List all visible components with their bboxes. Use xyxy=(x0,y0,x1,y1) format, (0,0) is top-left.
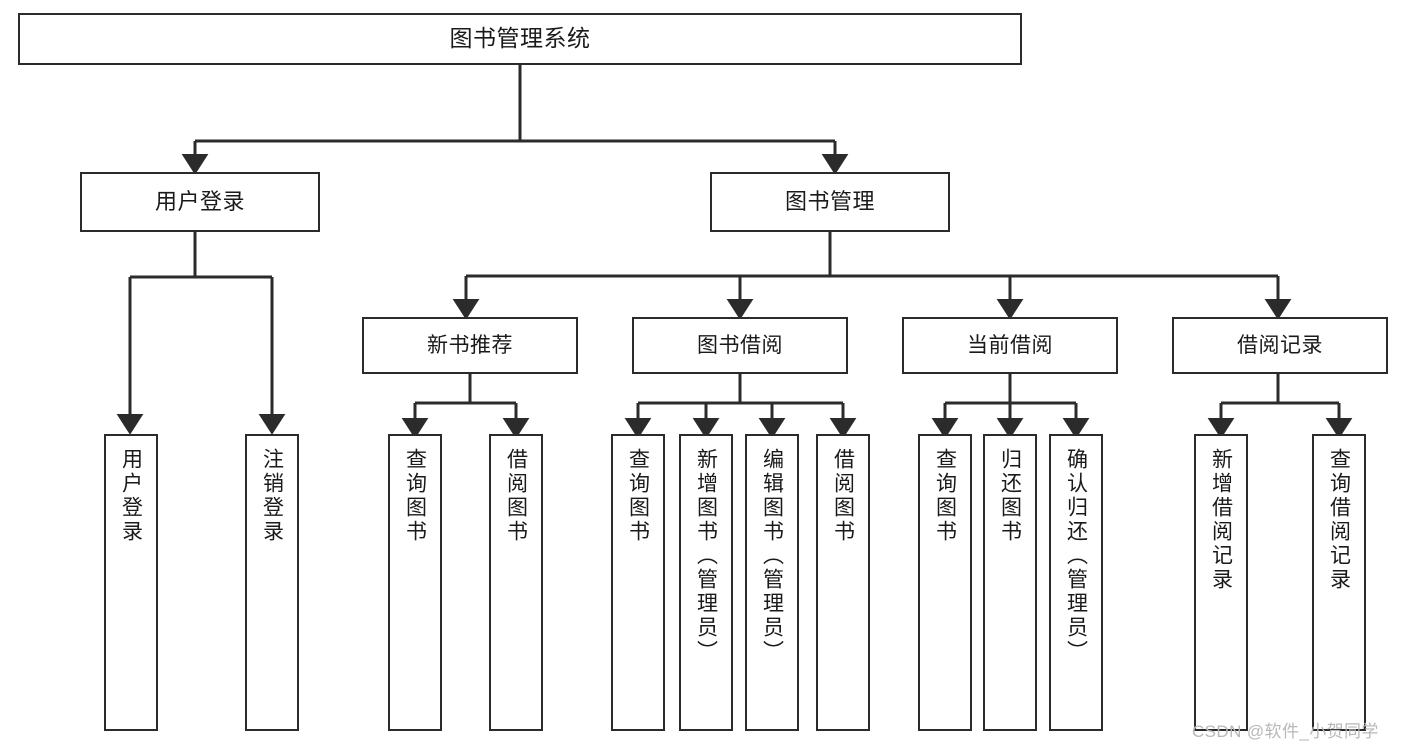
node-user-login[interactable]: 用户登录 xyxy=(80,172,320,232)
leaf-new-book-query[interactable]: 查询图书 xyxy=(388,434,442,731)
node-book-management[interactable]: 图书管理 xyxy=(710,172,950,232)
node-label: 借阅图书 xyxy=(504,448,528,544)
node-label: 注销登录 xyxy=(260,448,284,544)
node-root-system[interactable]: 图书管理系统 xyxy=(18,13,1022,65)
node-label: 借阅图书 xyxy=(831,448,855,544)
watermark: CSDN @软件_小贺同学 xyxy=(1192,722,1379,741)
leaf-user-login-login[interactable]: 用户登录 xyxy=(104,434,158,731)
node-label: 用户登录 xyxy=(154,188,245,214)
leaf-book-borrow-borrow[interactable]: 借阅图书 xyxy=(816,434,870,731)
node-label: 查询图书 xyxy=(403,448,427,544)
leaf-book-borrow-add[interactable]: 新增图书（管理员） xyxy=(679,434,733,731)
node-label: 查询借阅记录 xyxy=(1327,448,1351,592)
node-label: 图书借阅 xyxy=(697,333,783,357)
leaf-book-borrow-edit[interactable]: 编辑图书（管理员） xyxy=(745,434,799,731)
leaf-current-borrow-query[interactable]: 查询图书 xyxy=(918,434,972,731)
node-label: 用户登录 xyxy=(119,448,143,544)
leaf-borrow-record-add[interactable]: 新增借阅记录 xyxy=(1194,434,1248,731)
leaf-new-book-borrow[interactable]: 借阅图书 xyxy=(489,434,543,731)
node-label: 图书管理 xyxy=(784,188,875,214)
node-label: 借阅记录 xyxy=(1237,333,1323,357)
node-label: 编辑图书（管理员） xyxy=(760,448,784,664)
node-label: 确认归还（管理员） xyxy=(1064,448,1088,664)
node-label: 新书推荐 xyxy=(427,333,513,357)
node-current-borrow[interactable]: 当前借阅 xyxy=(902,317,1118,374)
node-borrow-record[interactable]: 借阅记录 xyxy=(1172,317,1388,374)
node-label: 归还图书 xyxy=(998,448,1022,544)
leaf-book-borrow-query[interactable]: 查询图书 xyxy=(611,434,665,731)
leaf-current-borrow-return[interactable]: 归还图书 xyxy=(983,434,1037,731)
node-label: 查询图书 xyxy=(626,448,650,544)
leaf-user-login-logout[interactable]: 注销登录 xyxy=(245,434,299,731)
node-label: 查询图书 xyxy=(933,448,957,544)
node-label: 当前借阅 xyxy=(967,333,1053,357)
node-book-borrow[interactable]: 图书借阅 xyxy=(632,317,848,374)
leaf-borrow-record-query[interactable]: 查询借阅记录 xyxy=(1312,434,1366,731)
node-new-book-recommend[interactable]: 新书推荐 xyxy=(362,317,578,374)
leaf-current-borrow-confirm-return[interactable]: 确认归还（管理员） xyxy=(1049,434,1103,731)
node-label: 新增借阅记录 xyxy=(1209,448,1233,592)
node-label: 新增图书（管理员） xyxy=(694,448,718,664)
node-label: 图书管理系统 xyxy=(449,25,591,52)
